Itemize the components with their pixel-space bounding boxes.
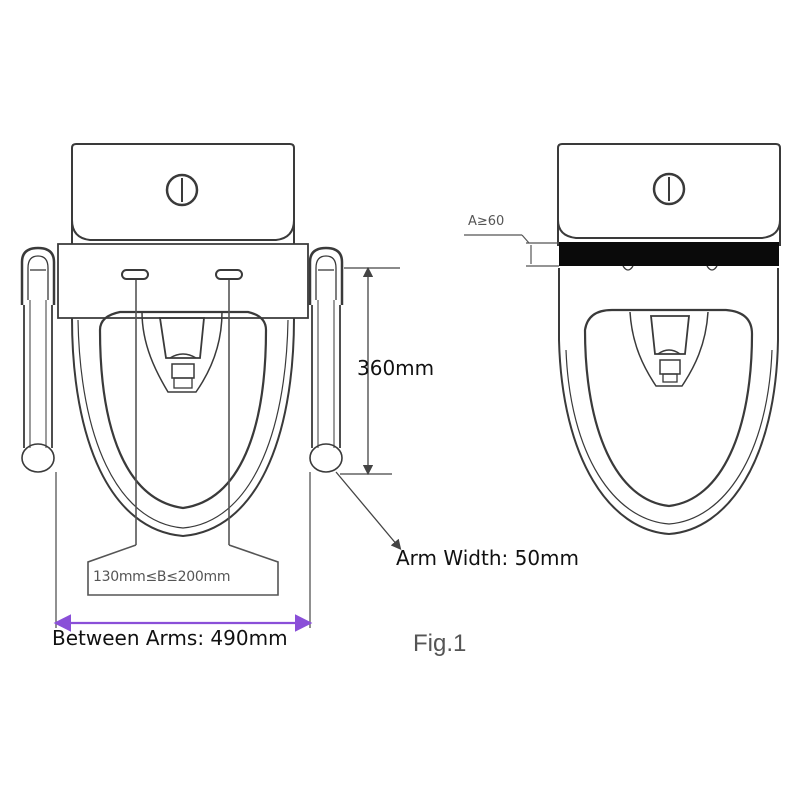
between-arms-label: Between Arms: 490mm: [52, 626, 288, 650]
figure-caption: Fig.1: [413, 630, 467, 657]
mounting-gap-band: [559, 242, 779, 266]
right-toilet-view: [557, 143, 781, 536]
right-seat: [583, 308, 754, 508]
bracket-dimension: [87, 280, 279, 596]
arm-height-label: 360mm: [357, 356, 435, 380]
left-bolt-slot: [121, 269, 149, 280]
right-armrest: [308, 246, 344, 473]
arm-width-label: Arm Width: 50mm: [396, 546, 580, 570]
left-seat: [98, 310, 268, 510]
left-armrest-end-cap: [21, 443, 55, 473]
right-bolt-slot: [215, 269, 243, 280]
gap-min-label: A≥60: [468, 214, 505, 229]
right-armrest-end-cap: [309, 443, 343, 473]
right-flush-button-icon: [652, 172, 686, 206]
gap-dimension: [464, 234, 559, 267]
bracket-range-label: 130mm≤B≤200mm: [93, 569, 231, 585]
left-flush-button-icon: [165, 173, 199, 207]
between-arms-dimension: [53, 472, 313, 632]
arm-height-dimension: [340, 266, 400, 476]
left-toilet-view: [57, 143, 309, 538]
left-armrest: [20, 246, 56, 473]
arm-width-leader: [335, 471, 402, 550]
